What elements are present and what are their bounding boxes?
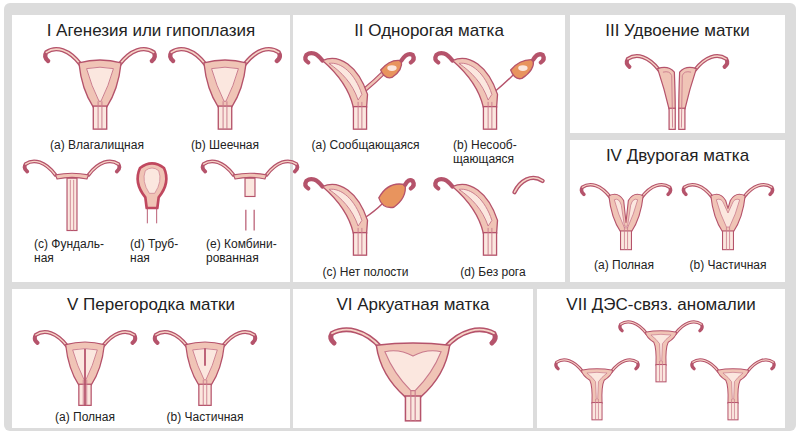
class-title: V Перегородка матки — [12, 289, 290, 315]
class-title: I Агенезия или гипоплазия — [12, 15, 290, 41]
label-slot: (c) Фундаль- ная — [34, 237, 124, 265]
subtype-label: (a) Полная — [30, 410, 140, 424]
subtype-label: (a) Полная — [574, 258, 674, 272]
subtype-label: (d) Без рога — [433, 265, 553, 279]
label-slot: (a) Влагалищная — [32, 138, 162, 152]
classification-panel: III Удвоение матки — [570, 15, 785, 133]
label-slot: (d) Без рога — [433, 265, 553, 279]
class-title: II Однорогая матка — [293, 15, 565, 41]
subtype-label: (b) Частичная — [150, 410, 260, 424]
subtype-label: (b) Шеечная — [162, 138, 288, 152]
label-slot: (a) Полная — [30, 410, 140, 424]
classification-panel: II Однорогая матка (a) Сообщающаяся (b) Не… — [293, 15, 565, 282]
subtype-label: (c) Нет полости — [298, 265, 433, 279]
label-slot: (b) Частичная — [678, 258, 778, 272]
label-slot: (b) Частичная — [150, 410, 260, 424]
label-slot: (d) Труб- ная — [130, 237, 194, 265]
subtype-label: (b) Частичная — [678, 258, 778, 272]
subtype-label: (a) Сообщающаяся — [298, 138, 433, 152]
classification-panel: V Перегородка матки (a) Полная (b) Частичн… — [12, 289, 290, 428]
label-slot: (c) Нет полости — [298, 265, 433, 279]
label-slot: (a) Сообщающаяся — [298, 138, 433, 152]
classification-panel: VI Аркуатная матка — [293, 289, 533, 428]
label-slot: (e) Комбини- рованная — [206, 237, 288, 265]
classification-panel: VII ДЭС-связ. аномалии — [537, 289, 785, 428]
subtype-label: (d) Труб- ная — [130, 237, 194, 265]
label-slot: (b) Несооб- щающаяся — [453, 138, 553, 166]
classification-panel: I Агенезия или гипоплазия (a) Влагалищная… — [12, 15, 290, 282]
classification-panel: IV Двурогая матка (a) Полная (b) Частичная — [570, 140, 785, 282]
label-slot: (a) Полная — [574, 258, 674, 272]
label-slot: (b) Шеечная — [162, 138, 288, 152]
subtype-label: (c) Фундаль- ная — [34, 237, 124, 265]
subtype-label: (e) Комбини- рованная — [206, 237, 288, 265]
subtype-label: (b) Несооб- щающаяся — [453, 138, 553, 166]
class-title: IV Двурогая матка — [570, 140, 785, 166]
subtype-label: (a) Влагалищная — [32, 138, 162, 152]
class-title: VI Аркуатная матка — [293, 289, 533, 315]
class-title: III Удвоение матки — [570, 15, 785, 41]
class-title: VII ДЭС-связ. аномалии — [537, 289, 785, 315]
